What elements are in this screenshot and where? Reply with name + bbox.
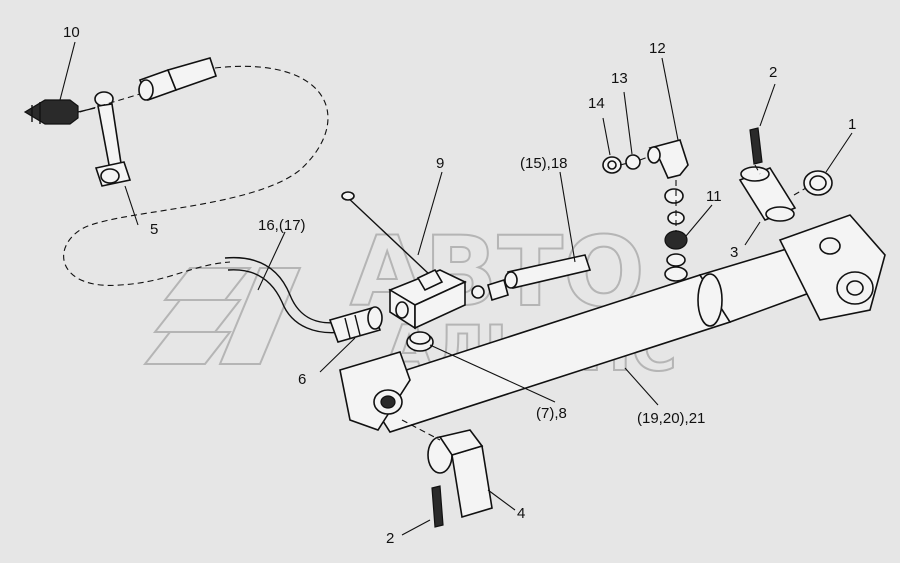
callout-4: 4 [517,505,525,522]
callout-6: 6 [298,371,306,388]
bushing-3 [738,166,797,222]
callout-15-18: (15),18 [520,155,568,172]
quick-coupling-10 [23,99,96,125]
callout-1: 1 [848,116,856,133]
watermark-emblem [142,267,302,365]
valve-block-9 [341,191,467,330]
pipe-15-18 [471,254,592,302]
adapter-11 [664,230,688,282]
callout-19-21: (19,20),21 [637,410,705,427]
hydraulic-hose [63,65,343,334]
callout-2-top: 2 [769,64,777,81]
hose-end-fitting [138,57,218,102]
callout-16-17: 16,(17) [258,217,306,234]
hydraulic-cylinder-19-21 [339,214,886,433]
washer-1 [803,170,833,196]
assembly-lines [79,93,807,441]
callout-13: 13 [611,70,628,87]
ring-13 [625,154,641,170]
nut-14 [602,156,622,174]
callout-12: 12 [649,40,666,57]
pin-2-top [749,127,763,165]
lock-clip-4 [427,429,493,519]
callout-14: 14 [588,95,605,112]
leader-lines [59,41,853,536]
pin-2-bottom [431,485,444,528]
callout-9: 9 [436,155,444,172]
callout-labels: 10 5 16,(17) 9 6 (15),18 14 13 12 11 2 1… [63,24,856,547]
elbow-fitting-12 [647,139,689,225]
callout-10: 10 [63,24,80,41]
dust-cap-5 [94,91,132,187]
callout-3: 3 [730,244,738,261]
callout-11: 11 [706,188,722,205]
check-valve-7-8 [406,331,434,352]
callout-7-8: (7),8 [536,405,567,422]
callout-2-bottom: 2 [386,530,394,547]
callout-5: 5 [150,221,158,238]
hose-fitting-6 [328,306,383,343]
